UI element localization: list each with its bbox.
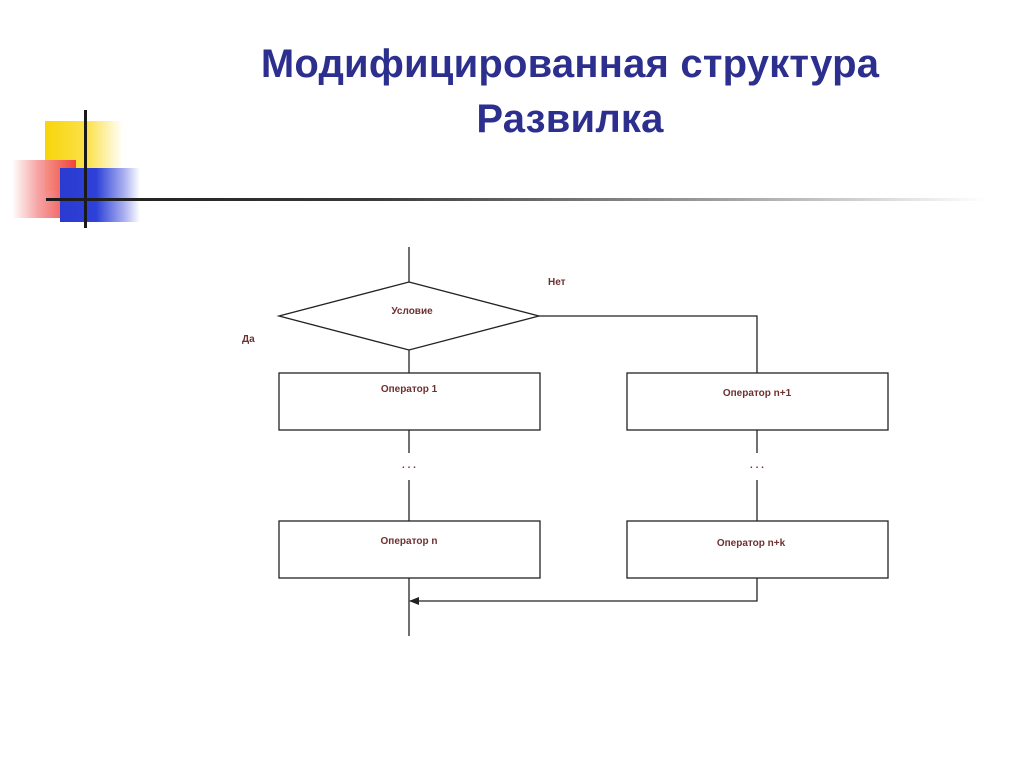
merge-arrow bbox=[409, 578, 758, 605]
no-label: Нет bbox=[548, 277, 566, 288]
operator-1-label: Оператор 1 bbox=[381, 384, 438, 395]
operator-n-plus-k-label: Оператор n+k bbox=[717, 538, 786, 549]
operator-n-plus-k-box bbox=[626, 520, 889, 579]
decorative-blue-square bbox=[60, 168, 140, 222]
no-branch-line bbox=[539, 315, 758, 373]
operator-n-plus-1-box bbox=[626, 372, 889, 431]
right-ellipsis: . . . bbox=[750, 460, 764, 471]
left-ellipsis: . . . bbox=[402, 460, 416, 471]
slide-title-line-1: Модифицированная структура bbox=[260, 42, 880, 86]
decorative-vertical-line bbox=[84, 110, 87, 228]
yes-label: Да bbox=[242, 334, 255, 345]
decorative-horizontal-line bbox=[46, 198, 986, 201]
condition-label: Условие bbox=[391, 306, 433, 317]
operator-n-plus-1-label: Оператор n+1 bbox=[723, 388, 792, 399]
operator-n-label: Оператор n bbox=[381, 536, 438, 547]
operator-1-box bbox=[278, 372, 541, 431]
operator-n-box bbox=[278, 520, 541, 579]
slide-title-line-2: Развилка bbox=[476, 97, 664, 141]
